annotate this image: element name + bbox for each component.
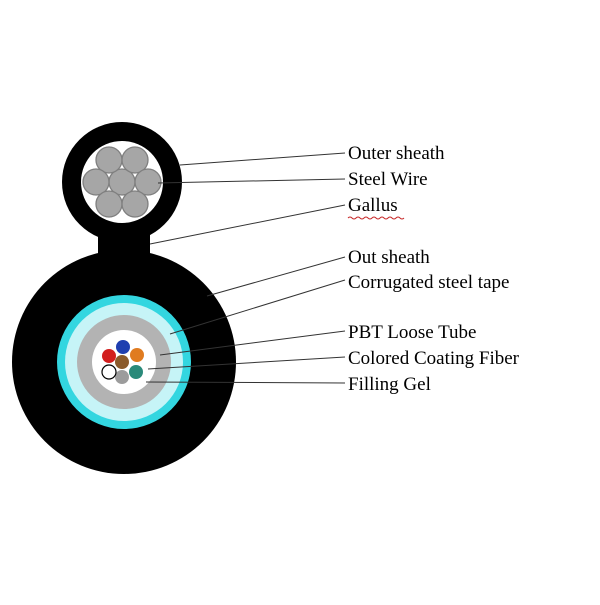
leader-pbt-loose-tube <box>159 330 346 356</box>
spellcheck-underline <box>347 216 405 220</box>
steel-wire-strands <box>82 146 162 218</box>
fiber-gray <box>115 370 129 384</box>
cable-body <box>12 250 236 474</box>
label-colored-coating-fiber: Colored Coating Fiber <box>348 348 520 369</box>
fiber-brown <box>115 355 129 369</box>
leader-gallus <box>149 204 346 245</box>
steel-wire-strand <box>121 146 149 174</box>
leader-outer-sheath <box>179 152 346 166</box>
steel-wire-strand <box>134 168 162 196</box>
label-filling-gel: Filling Gel <box>348 374 431 395</box>
label-out-sheath: Out sheath <box>348 247 430 268</box>
messenger-wire <box>62 122 182 242</box>
label-gallus: Gallus <box>348 195 398 216</box>
steel-wire-strand <box>82 168 110 196</box>
fiber-green <box>129 365 143 379</box>
label-outer-sheath: Outer sheath <box>348 143 445 164</box>
label-corrugated-steel-tape: Corrugated steel tape <box>348 272 509 293</box>
fiber-red <box>102 349 116 363</box>
label-steel-wire: Steel Wire <box>348 169 428 190</box>
label-pbt-loose-tube: PBT Loose Tube <box>348 322 476 343</box>
colored-fibers <box>101 340 144 384</box>
fiber-orange <box>130 348 144 362</box>
leader-lines <box>145 152 346 384</box>
fiber-blue <box>116 340 130 354</box>
steel-wire-strand <box>95 190 123 218</box>
leader-filling-gel <box>145 381 346 384</box>
leader-out-sheath <box>206 256 346 297</box>
fiber-white <box>101 364 117 380</box>
leader-corrugated-steel-tape <box>169 279 346 335</box>
labels: Outer sheath Steel Wire Gallus Out sheat… <box>347 143 520 395</box>
steel-wire-strand <box>121 190 149 218</box>
leader-steel-wire <box>157 178 346 184</box>
leader-colored-coating-fiber <box>147 356 346 370</box>
